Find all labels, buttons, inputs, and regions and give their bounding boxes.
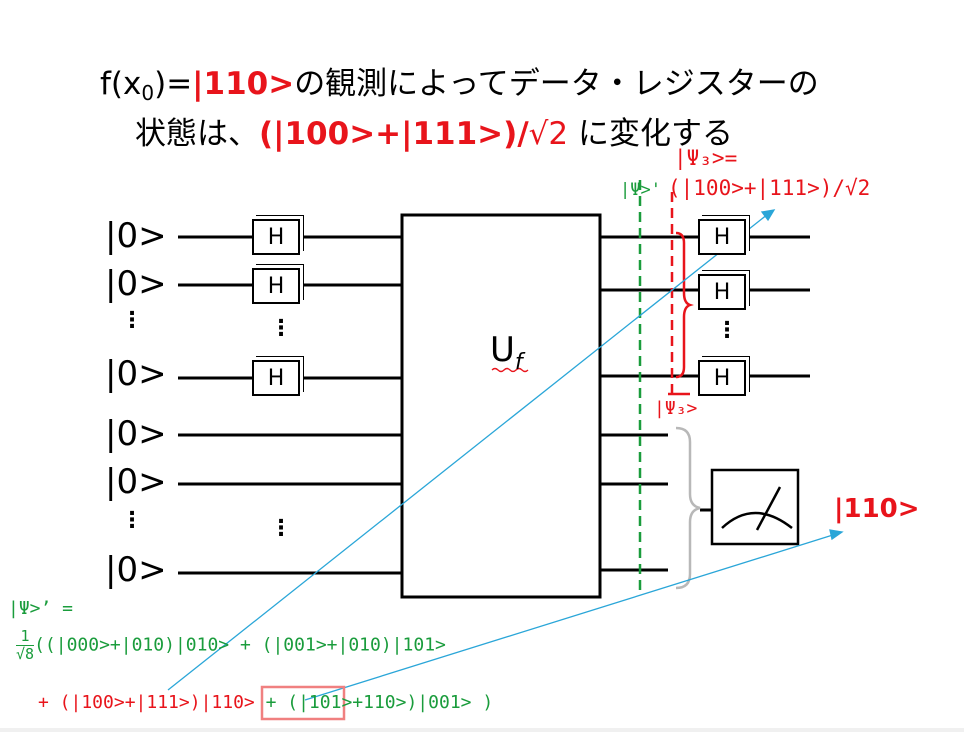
formula-fraction: 1 √8 bbox=[16, 628, 35, 663]
formula-highlighted-term: |110> bbox=[200, 692, 255, 713]
title-text: の観測によってデータ・レジスターの bbox=[294, 66, 819, 102]
psi-prime-label: |Ψ>' bbox=[620, 180, 661, 200]
fraction-denominator: √8 bbox=[16, 645, 35, 663]
hadamard-gate: H bbox=[698, 219, 746, 255]
input-qubit-n: |0> bbox=[105, 354, 167, 394]
measurement-box bbox=[710, 468, 800, 546]
title-line-2: 状態は、(|100>+|111>)/√2 に変化する bbox=[135, 108, 733, 153]
title-text: に変化する bbox=[568, 116, 733, 152]
wire-ellipsis: ⋮ bbox=[270, 516, 292, 541]
formula-lhs: |Ψ>’ = bbox=[8, 598, 74, 619]
oracle-label: Uf bbox=[490, 330, 523, 375]
psi3-bottom-label: |Ψ₃> bbox=[654, 398, 698, 419]
measurement-result: |110> bbox=[834, 494, 920, 524]
oracle-box bbox=[400, 213, 602, 599]
oracle-u: U bbox=[490, 330, 515, 370]
input-qubit-2: |0> bbox=[105, 264, 167, 304]
title-text: f(x bbox=[100, 66, 142, 102]
ancilla-qubit-2: |0> bbox=[105, 462, 167, 502]
title-highlight: (|100>+|111>)/ bbox=[259, 116, 529, 152]
gate-label: H bbox=[267, 225, 285, 250]
title-sqrt: √2 bbox=[528, 116, 569, 152]
input-ellipsis-1: ⋮ bbox=[121, 308, 143, 333]
title-highlight: |110> bbox=[192, 66, 295, 102]
formula-terms: ((|000>+|010)|010> + (|001>+|010)|101> bbox=[34, 634, 446, 656]
title-text: )= bbox=[154, 66, 193, 102]
formula-line-2: + (|100>+|111>)|110> + (|101>+110>)|001>… bbox=[38, 692, 493, 713]
fraction-numerator: 1 bbox=[16, 628, 35, 646]
formula-line-1: 1 √8 ((|000>+|010)|010> + (|001>+|010)|1… bbox=[16, 628, 446, 663]
input-qubit-1: |0> bbox=[105, 216, 167, 256]
gate-label: H bbox=[267, 366, 285, 391]
title-text: 状態は、 bbox=[135, 116, 259, 152]
hadamard-gate: H bbox=[698, 274, 746, 310]
hadamard-gate: H bbox=[252, 219, 300, 255]
title-line-1: f(x0)=|110>の観測によってデータ・レジスターの bbox=[100, 58, 819, 105]
oracle-subscript: f bbox=[514, 350, 523, 375]
title-subscript: 0 bbox=[141, 81, 155, 105]
gate-label: H bbox=[267, 274, 285, 299]
formula-red-term: + (|100>+|111>) bbox=[38, 692, 201, 713]
gate-ellipsis: ⋮ bbox=[270, 316, 292, 341]
psi3-top-label-line1: |Ψ₃>= bbox=[674, 146, 738, 170]
psi3-top-label-line2: (|100>+|111>)/√2 bbox=[668, 176, 871, 200]
formula-terms: + (|101>+110>)|001> ) bbox=[254, 692, 494, 713]
bottom-divider bbox=[0, 728, 964, 732]
gate-label: H bbox=[713, 366, 731, 391]
input-ellipsis-2: ⋮ bbox=[121, 508, 143, 533]
hadamard-gate: H bbox=[698, 360, 746, 396]
hadamard-gate: H bbox=[252, 360, 300, 396]
gate-label: H bbox=[713, 280, 731, 305]
hadamard-gate: H bbox=[252, 268, 300, 304]
ancilla-qubit-m: |0> bbox=[105, 550, 167, 590]
gate-label: H bbox=[713, 225, 731, 250]
gate-ellipsis: ⋮ bbox=[716, 318, 738, 343]
ancilla-qubit-1: |0> bbox=[105, 414, 167, 454]
